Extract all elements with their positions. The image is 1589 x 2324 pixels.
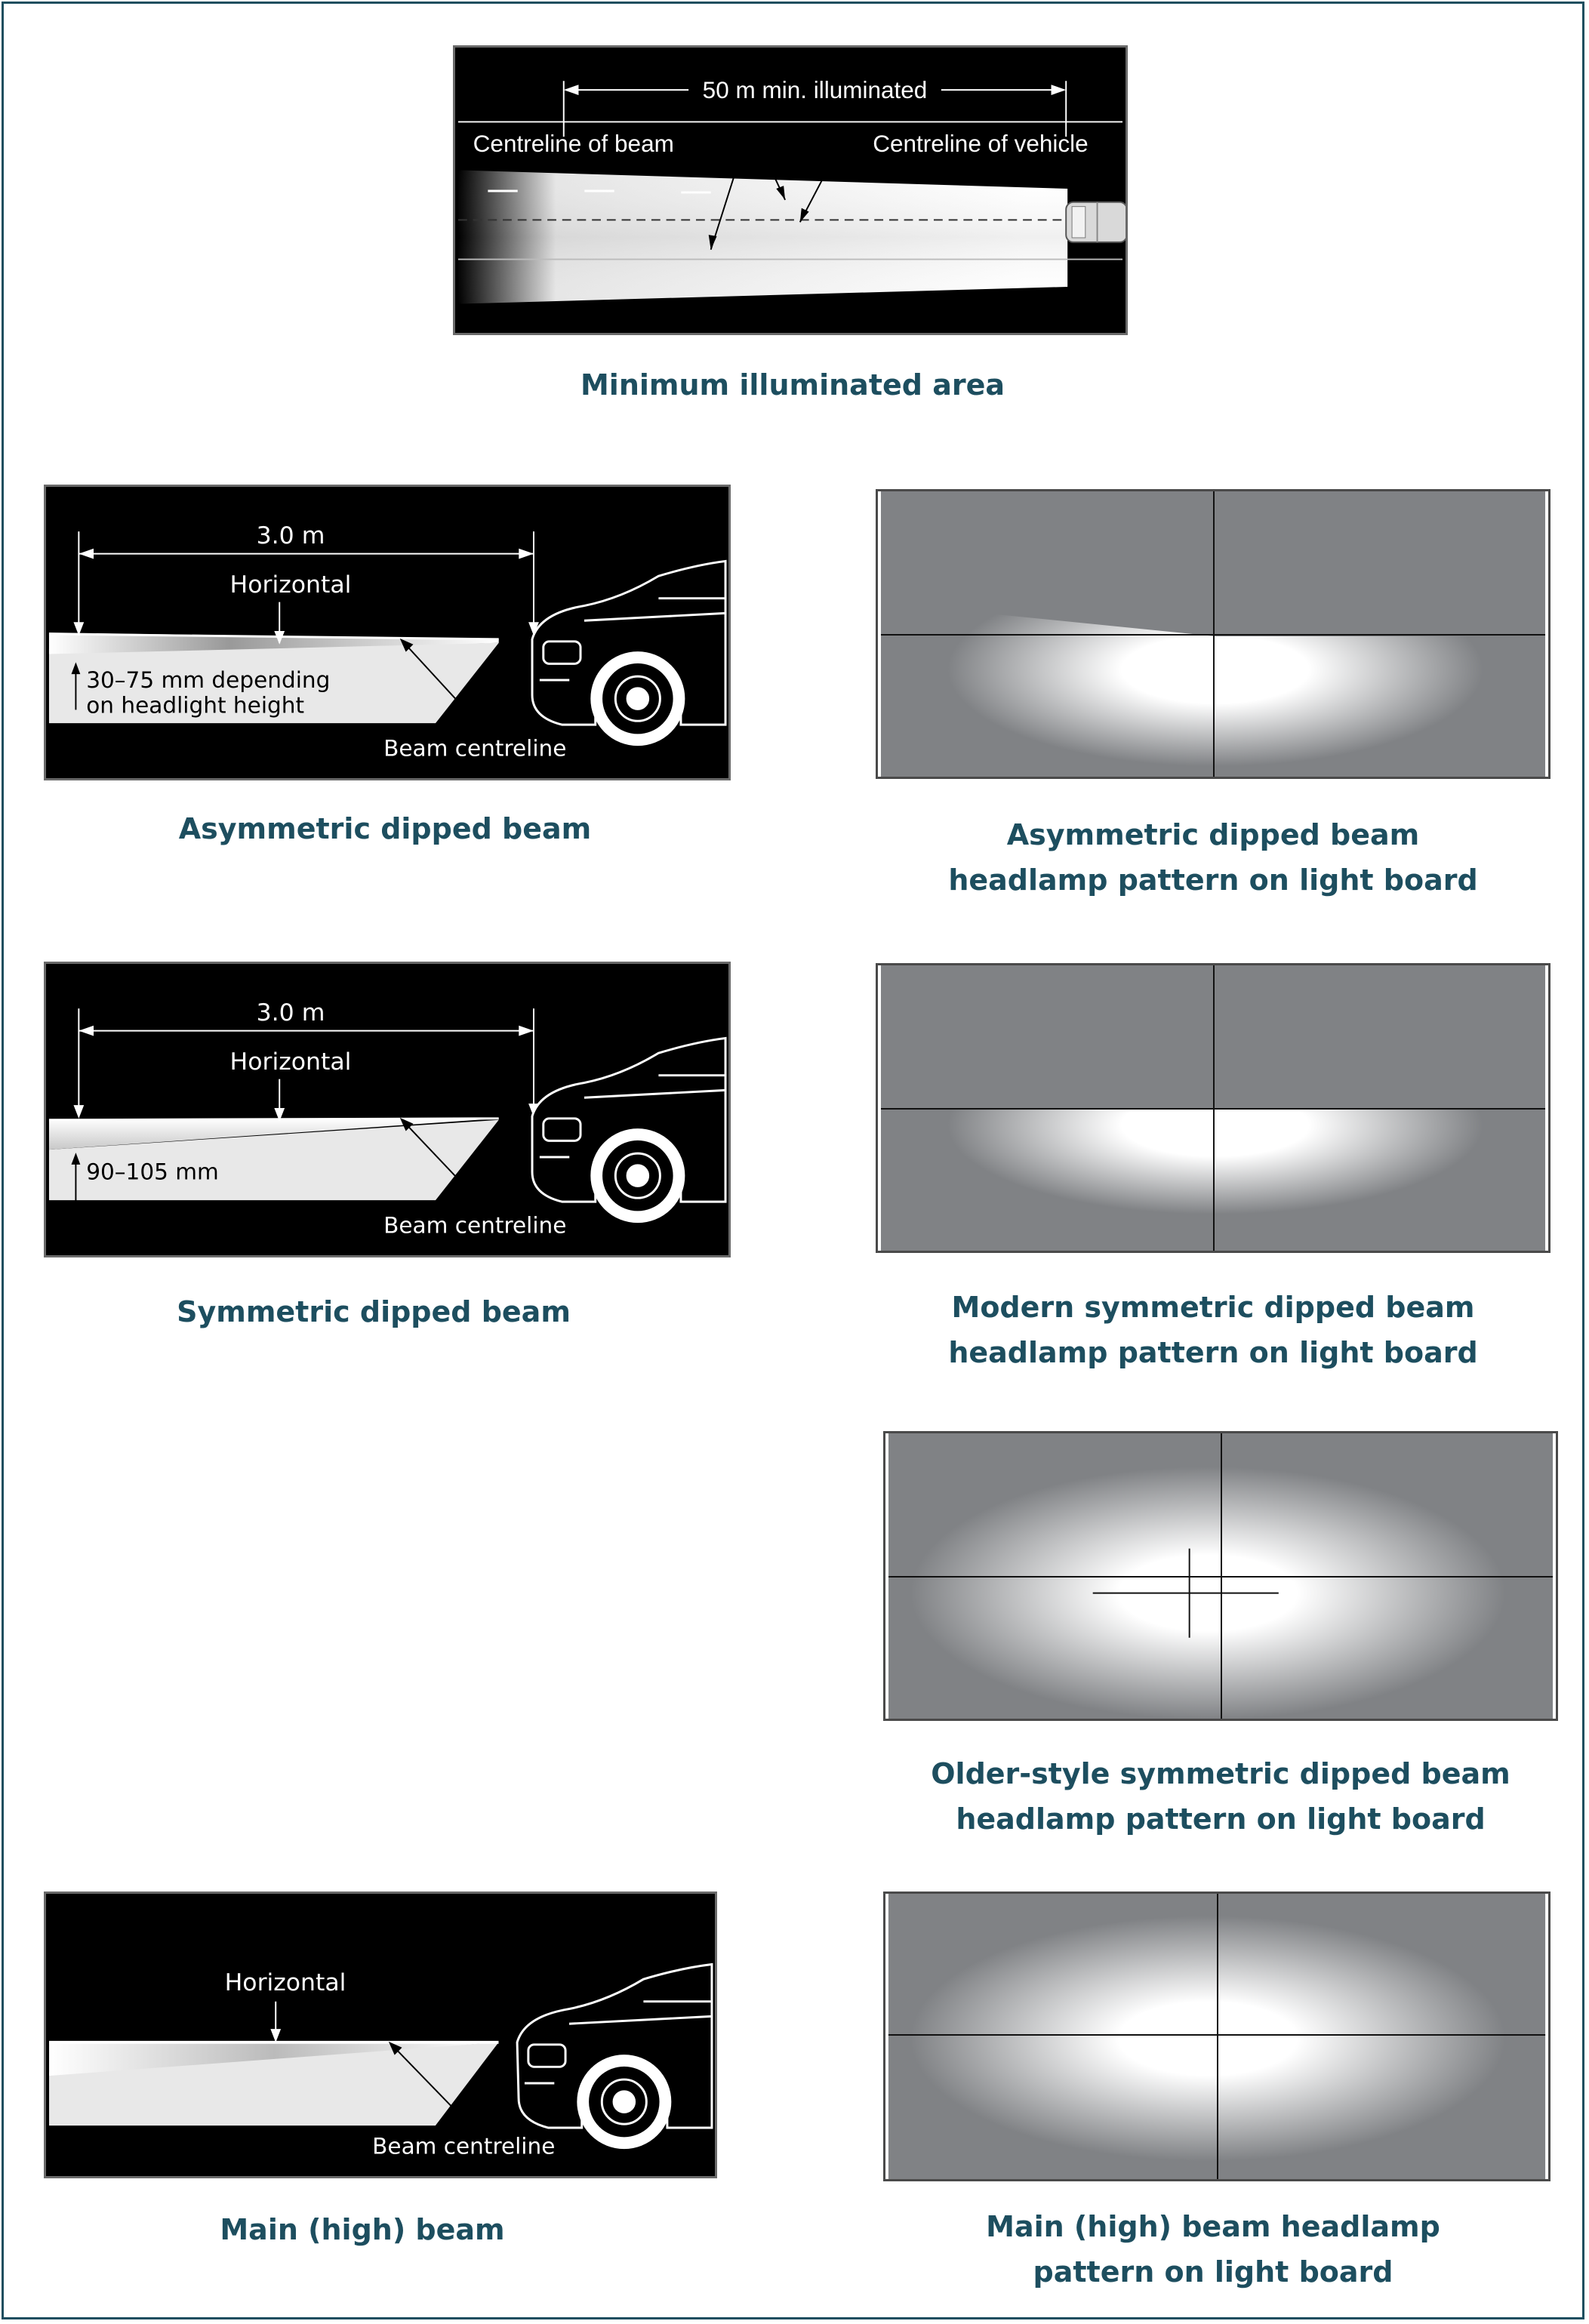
- horizontal-label: Horizontal: [225, 1969, 346, 1996]
- distance-label: 50 m min. illuminated: [703, 76, 928, 103]
- light-pattern: [910, 1916, 1505, 2162]
- minimum-illuminated-area-diagram: 50 m min. illuminated Centreline of beam…: [453, 45, 1128, 335]
- asymmetric-dipped-beam-caption: Asymmetric dipped beam: [178, 812, 592, 845]
- beam-centreline-label: Beam centreline: [372, 2133, 555, 2159]
- car-icon: [531, 1036, 727, 1224]
- distance-label: 3.0 m: [257, 522, 325, 549]
- horizontal-label: Horizontal: [230, 571, 352, 599]
- caption-line-1: Main (high) beam headlamp: [986, 2210, 1440, 2243]
- main-beam-diagram: Horizontal Beam centreline: [44, 1892, 717, 2178]
- beam-area: [49, 2042, 499, 2126]
- car-icon: [531, 559, 727, 746]
- drop-label-line2: on headlight height: [86, 692, 304, 718]
- main-beam-light-board: [883, 1892, 1551, 2181]
- asymmetric-dipped-beam-diagram: 3.0 m Horizontal 30–75 mm depending on h…: [44, 485, 731, 780]
- main-beam-caption: Main (high) beam: [220, 2213, 505, 2246]
- drop-label: 90–105 mm: [86, 1159, 219, 1185]
- beam-centreline-label: Beam centreline: [383, 735, 566, 761]
- symmetric-dipped-beam-diagram: 3.0 m Horizontal 90–105 mm Beam centreli…: [44, 962, 731, 1257]
- caption-line-2: pattern on light board: [1033, 2255, 1393, 2289]
- main-beam-board-caption: Main (high) beam headlamp pattern on lig…: [876, 2204, 1551, 2295]
- asymmetric-light-board: [876, 489, 1551, 779]
- older-style-board-caption: Older-style symmetric dipped beam headla…: [883, 1751, 1558, 1842]
- minimum-illuminated-area-caption: Minimum illuminated area: [580, 368, 1005, 402]
- symmetric-light-board: [876, 963, 1551, 1253]
- caption-line-1: Asymmetric dipped beam: [1006, 818, 1420, 851]
- caption-line-1: Modern symmetric dipped beam: [951, 1291, 1475, 1324]
- car-icon: [516, 1962, 713, 2150]
- caption-line-2: headlamp pattern on light board: [948, 1336, 1478, 1369]
- symmetric-board-caption: Modern symmetric dipped beam headlamp pa…: [876, 1285, 1551, 1375]
- caption-line-2: headlamp pattern on light board: [948, 863, 1478, 897]
- asymmetric-board-caption: Asymmetric dipped beam headlamp pattern …: [876, 812, 1551, 903]
- horizontal-label: Horizontal: [230, 1048, 352, 1076]
- beam-centreline-label: Centreline of beam: [473, 130, 674, 157]
- vehicle-centreline-label: Centreline of vehicle: [873, 130, 1088, 157]
- beam-area: [48, 1119, 499, 1201]
- caption-line-1: Older-style symmetric dipped beam: [931, 1757, 1510, 1790]
- distance-label: 3.0 m: [257, 999, 325, 1027]
- caption-line-2: headlamp pattern on light board: [956, 1802, 1486, 1836]
- drop-label-line1: 30–75 mm depending: [86, 667, 330, 693]
- light-pattern: [947, 1109, 1483, 1214]
- symmetric-dipped-beam-caption: Symmetric dipped beam: [177, 1295, 571, 1328]
- beam-area: [48, 642, 499, 724]
- beam-centreline-label: Beam centreline: [383, 1212, 566, 1238]
- older-style-light-board: [883, 1431, 1558, 1721]
- vehicle-icon: [1065, 201, 1126, 243]
